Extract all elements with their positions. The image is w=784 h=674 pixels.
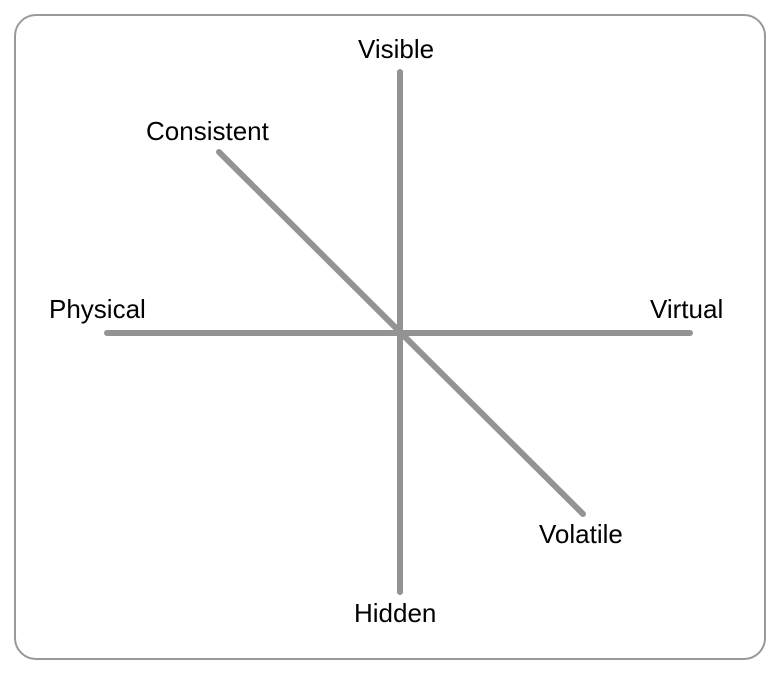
diagram-frame [14, 14, 766, 660]
label-visible: Visible [358, 34, 435, 64]
label-physical: Physical [49, 294, 146, 324]
label-virtual: Virtual [650, 294, 724, 324]
diagonal-axis-line [216, 149, 586, 517]
label-consistent: Consistent [146, 116, 269, 146]
label-hidden: Hidden [354, 598, 437, 628]
label-volatile: Volatile [539, 519, 623, 549]
